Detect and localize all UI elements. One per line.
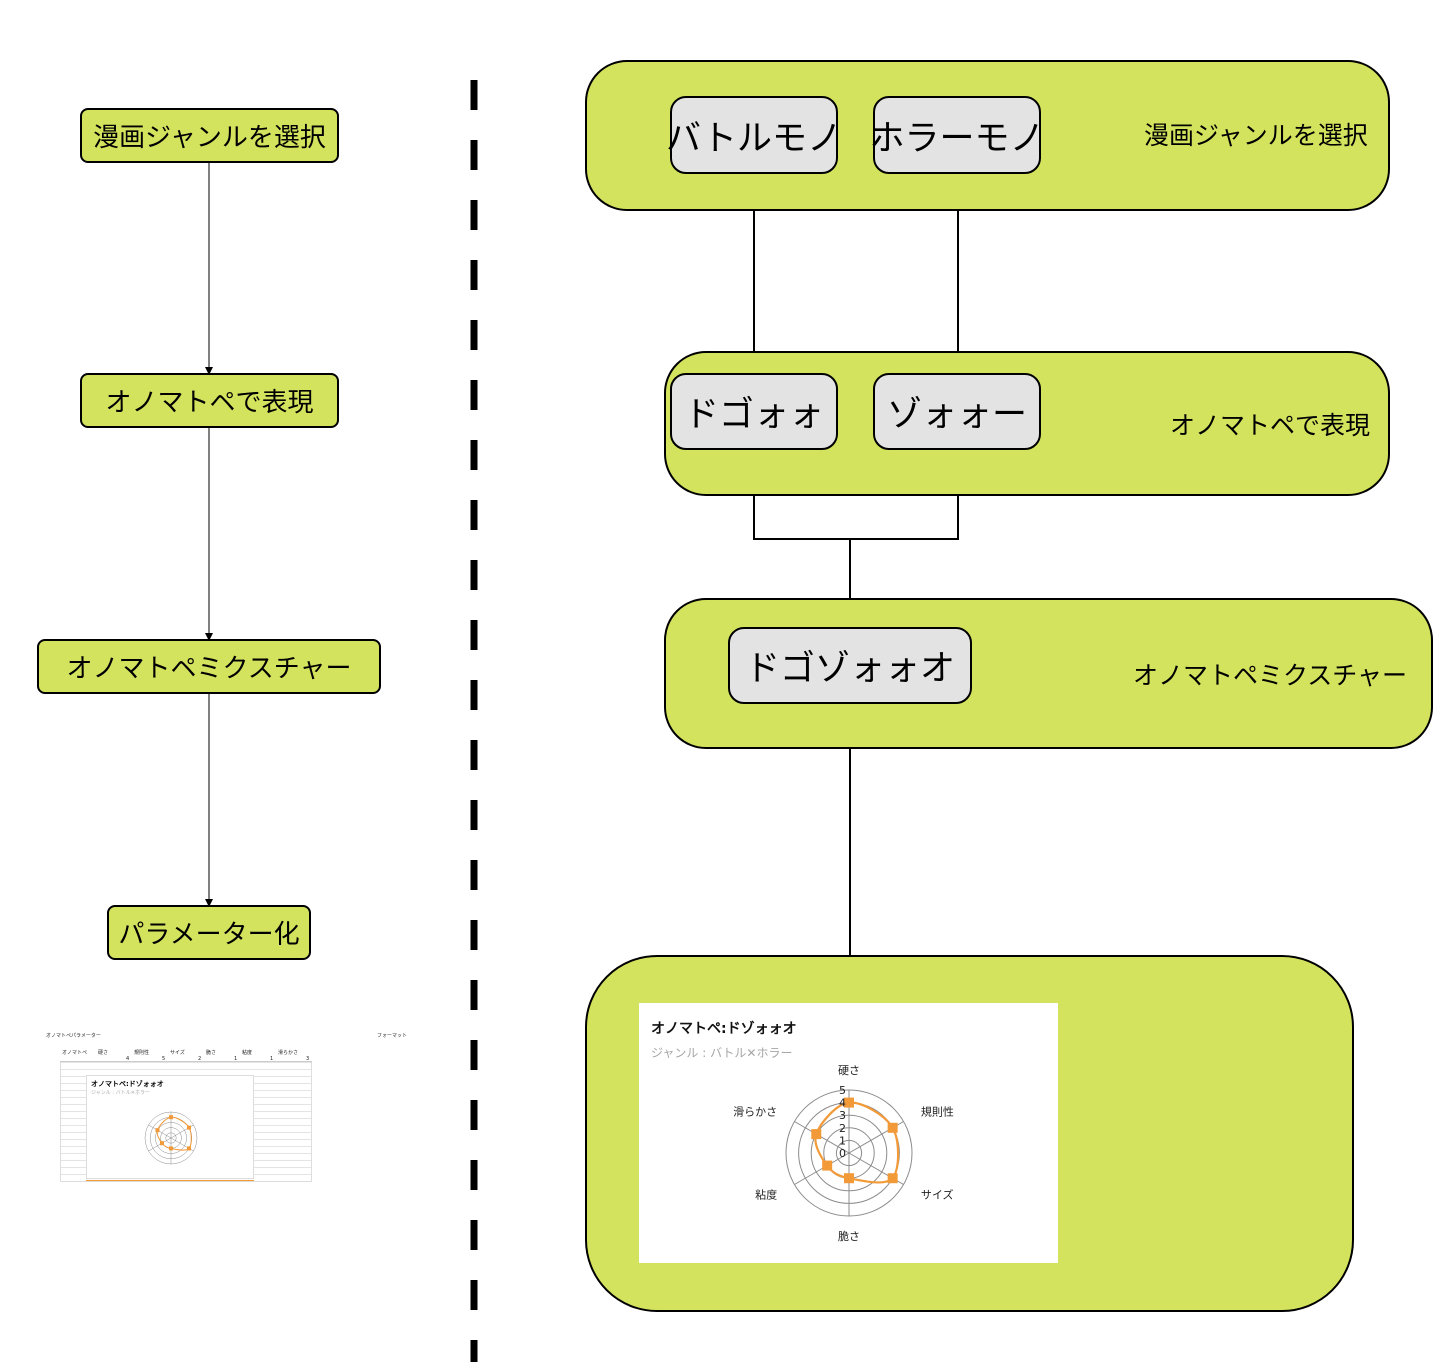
axis-label: 粘度 xyxy=(755,1187,777,1201)
spreadsheet-thumbnail: オノマトペパラメーター フォーマット オノマトペ 硬さ 規則性 サイズ 脆さ 粘度 滑らかさ… xyxy=(40,1030,412,1190)
thumb-sheet-title: オノマトペパラメーター xyxy=(46,1033,101,1039)
axis-label: 滑らかさ xyxy=(733,1105,777,1118)
step-mixture: オノマトペミクスチャー xyxy=(37,639,381,694)
data-point xyxy=(822,1160,833,1171)
tick-label: 5 xyxy=(839,1084,846,1097)
node-horror: ホラーモノ xyxy=(870,96,1045,174)
data-point xyxy=(155,1128,160,1133)
thumb-accent-line xyxy=(86,1180,254,1181)
thumb-header-cell: 脆さ xyxy=(206,1050,217,1056)
axis-label: 脆さ xyxy=(838,1229,860,1243)
data-point xyxy=(187,1146,192,1151)
axis-line xyxy=(794,1121,850,1154)
thumb-header-cell: オノマトペ xyxy=(62,1050,88,1056)
thumb-header-cell: 規則性 xyxy=(134,1050,150,1056)
axis-label: サイズ xyxy=(921,1187,954,1201)
data-point xyxy=(844,1097,854,1108)
thumb-chart: オノマトペ:ドゾォォオ ジャンル : バトル✕ホラー xyxy=(86,1075,254,1179)
thumb-value-cell: 2 xyxy=(198,1056,202,1062)
tick-label: 3 xyxy=(839,1109,846,1122)
thumb-value-cell: 1 xyxy=(234,1056,238,1062)
chart-subtitle: ジャンル : バトル✕ホラー xyxy=(651,1046,793,1060)
lane-onomatopoeia-label: オノマトペで表現 xyxy=(1170,411,1371,440)
data-point xyxy=(811,1129,822,1140)
thumb-header-cell: 硬さ xyxy=(98,1050,109,1056)
thumb-radar xyxy=(144,1111,198,1165)
lane-mixture-label: オノマトペミクスチャー xyxy=(1133,661,1408,690)
axis-line xyxy=(794,1152,850,1185)
thumb-chart-subtitle: ジャンル : バトル✕ホラー xyxy=(91,1090,150,1096)
thumb-format-label: フォーマット xyxy=(377,1033,408,1039)
thumb-value-cell: 5 xyxy=(162,1056,166,1062)
node-zooo: ゾォォー xyxy=(873,373,1041,450)
node-dogoo: ドゴォォ xyxy=(670,373,838,450)
axis-line xyxy=(148,1137,172,1152)
data-point xyxy=(169,1115,173,1120)
data-point xyxy=(887,1122,898,1133)
axis-line xyxy=(148,1124,172,1139)
data-point xyxy=(169,1146,173,1151)
thumb-value-cell: 1 xyxy=(270,1056,274,1062)
data-point xyxy=(844,1173,854,1184)
tick-label: 2 xyxy=(839,1122,846,1135)
thumb-header-row: オノマトペ 硬さ 規則性 サイズ 脆さ 粘度 滑らかさ 4 5 2 1 1 3 xyxy=(60,1048,312,1062)
data-point xyxy=(159,1141,164,1146)
chart-title: オノマトペ:ドゾォォオ xyxy=(651,1021,797,1037)
data-point xyxy=(187,1125,192,1130)
thumb-value-cell: 4 xyxy=(126,1056,130,1062)
thumb-value-cell: 3 xyxy=(306,1056,310,1062)
node-dogozooo: ドゴゾォォオ xyxy=(728,627,972,704)
chart-card: オノマトペ:ドゾォォオ ジャンル : バトル✕ホラー 硬さ規則性サイズ脆さ 粘度 滑… xyxy=(639,1003,1058,1263)
tick-label: 0 xyxy=(839,1147,846,1160)
thumb-chart-title: オノマトペ:ドゾォォオ xyxy=(91,1080,164,1088)
thumb-header-cell: 滑らかさ xyxy=(278,1050,299,1056)
data-point xyxy=(887,1173,898,1184)
step-genre-select: 漫画ジャンルを選択 xyxy=(80,108,339,163)
axis-label: 硬さ xyxy=(838,1064,860,1077)
thumb-header-cell: サイズ xyxy=(170,1050,185,1056)
lane-genre-label: 漫画ジャンルを選択 xyxy=(1144,121,1368,150)
axis-label: 規則性 xyxy=(921,1104,954,1118)
lane-mixture xyxy=(664,598,1433,749)
node-battle: バトルモノ xyxy=(666,96,842,174)
tick-label: 4 xyxy=(839,1097,846,1110)
thumb-header-cell: 粘度 xyxy=(242,1050,253,1056)
step-parameterize: パラメーター化 xyxy=(107,905,311,960)
tick-label: 1 xyxy=(839,1134,846,1147)
step-onomatopoeia: オノマトペで表現 xyxy=(80,373,339,428)
